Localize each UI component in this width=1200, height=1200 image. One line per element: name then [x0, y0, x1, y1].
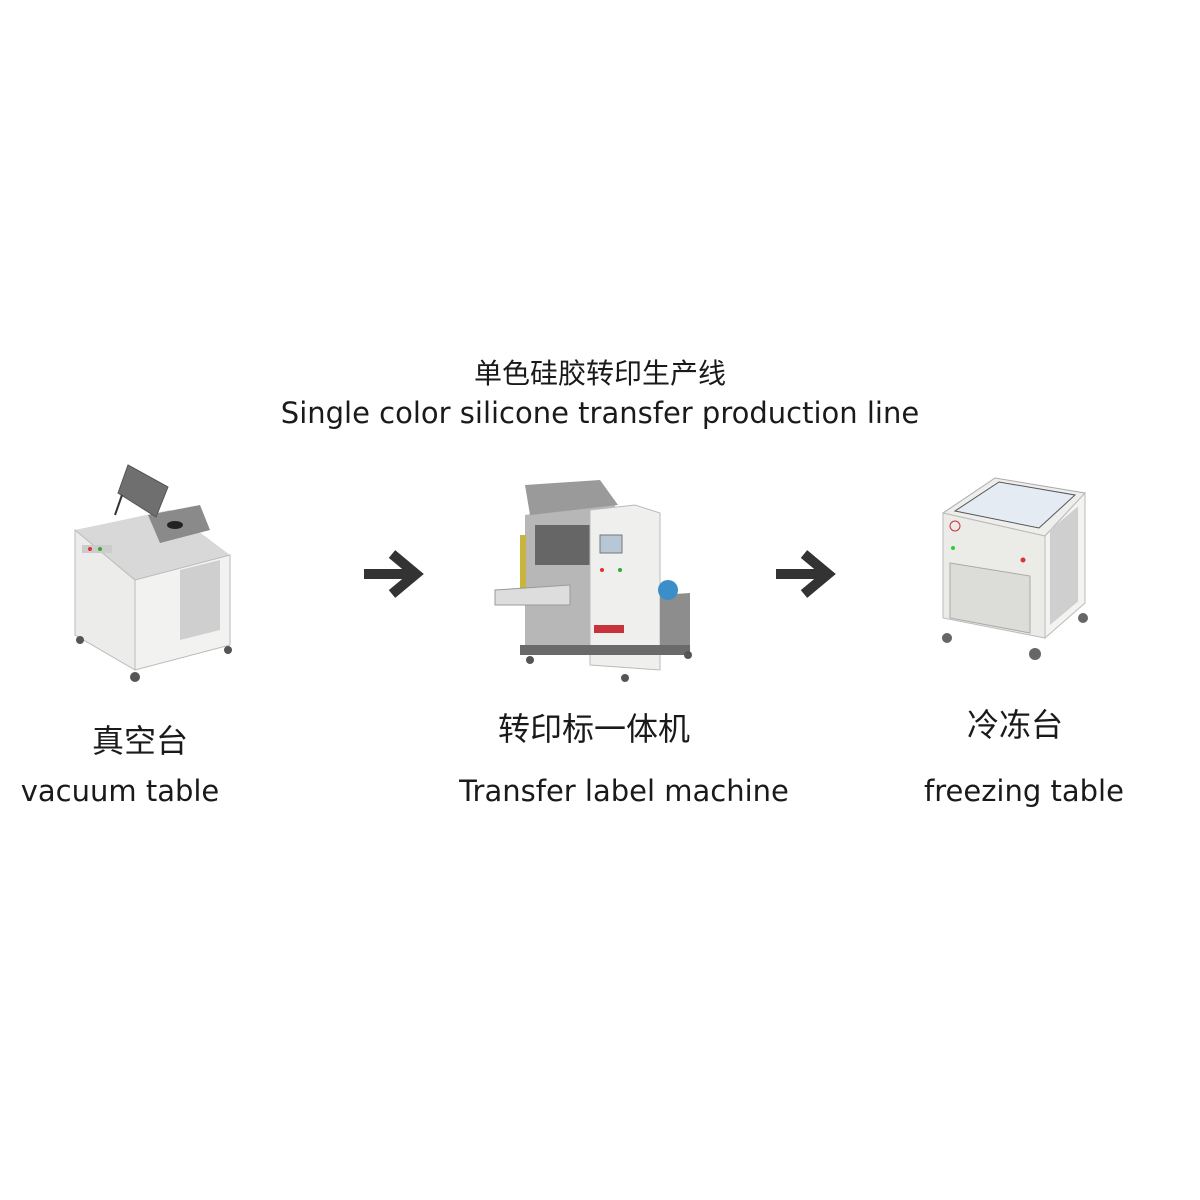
stage-label-en-vacuum-table: vacuum table [20, 774, 220, 808]
stage-label-en-transfer-machine: Transfer label machine [459, 774, 789, 808]
title-chinese: 单色硅胶转印生产线 [473, 357, 726, 390]
arrow-right-icon [776, 550, 836, 598]
title-english: Single color silicone transfer productio… [280, 396, 920, 430]
arrow-right-icon [364, 550, 424, 598]
vacuum-table-machine-image [74, 464, 232, 682]
stage-label-zh-transfer-machine: 转印标一体机 [497, 710, 690, 748]
stage-label-zh-vacuum-table: 真空台 [91, 722, 188, 760]
stage-label-en-freezing-table: freezing table [924, 774, 1124, 808]
transfer-label-machine-image [494, 480, 692, 682]
stage-label-zh-freezing-table: 冷冻台 [966, 706, 1063, 744]
freezing-table-machine-image [941, 477, 1088, 660]
